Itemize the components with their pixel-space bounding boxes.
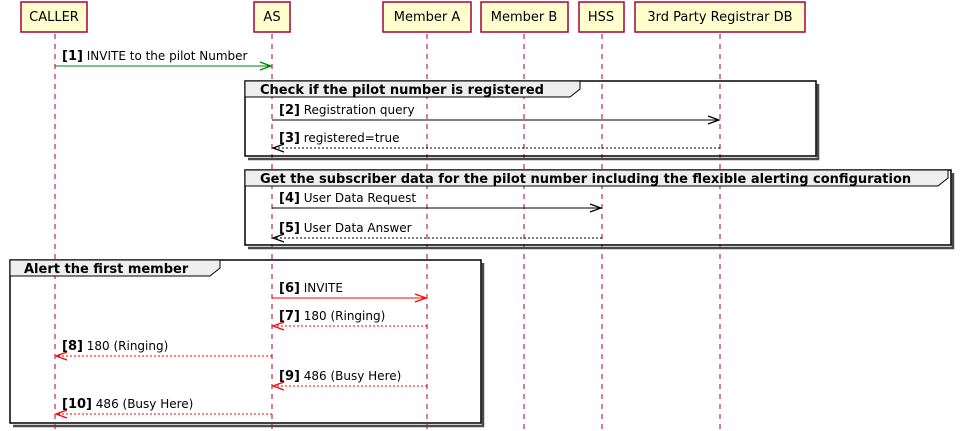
participant-registrar: 3rd Party Registrar DB (634, 1, 806, 33)
message-number: [9] (279, 369, 300, 384)
message-number: [6] (279, 281, 300, 296)
message-1: [1] INVITE to the pilot Number (55, 49, 273, 71)
message-5: [5] User Data Answer (271, 221, 602, 243)
message-arrowhead (271, 321, 285, 331)
group-frame-registration: Check if the pilot number is registered (244, 80, 820, 161)
message-arrowhead (271, 381, 285, 391)
participant-caller: CALLER (20, 1, 88, 33)
message-text: INVITE to the pilot Number (83, 49, 248, 63)
message-text: 180 (Ringing) (300, 309, 385, 323)
message-label: [10] 486 (Busy Here) (62, 397, 193, 412)
message-arrowhead (271, 143, 285, 153)
message-arrowhead (54, 351, 68, 361)
message-number: [10] (62, 397, 92, 412)
message-label: [8] 180 (Ringing) (62, 339, 168, 354)
message-number: [2] (279, 103, 300, 118)
message-arrowhead (271, 233, 285, 243)
message-label: [5] User Data Answer (279, 221, 412, 236)
participant-as: AS (253, 1, 291, 33)
participant-member-b: Member B (480, 1, 569, 33)
message-number: [5] (279, 221, 300, 236)
message-4: [4] User Data Request (272, 191, 603, 213)
group-title: Get the subscriber data for the pilot nu… (260, 172, 911, 187)
participant-member-a: Member A (382, 1, 472, 33)
message-label: [1] INVITE to the pilot Number (62, 49, 248, 64)
message-text: 486 (Busy Here) (300, 369, 401, 383)
message-2: [2] Registration query (272, 103, 721, 125)
message-9: [9] 486 (Busy Here) (271, 369, 427, 391)
message-3: [3] registered=true (271, 131, 720, 153)
message-7: [7] 180 (Ringing) (271, 309, 427, 331)
group-title: Check if the pilot number is registered (260, 83, 544, 98)
message-arrowhead (589, 203, 603, 213)
group-frame-subscriber-data: Get the subscriber data for the pilot nu… (244, 169, 955, 250)
messages: [1] INVITE to the pilot Number [2] Regist… (54, 49, 721, 419)
message-text: 486 (Busy Here) (92, 397, 193, 411)
message-label: [3] registered=true (279, 131, 399, 146)
group-frame-alert: Alert the first member (9, 259, 485, 428)
message-arrowhead (414, 293, 428, 303)
participant-label: 3rd Party Registrar DB (647, 10, 792, 25)
message-text: 180 (Ringing) (83, 339, 168, 353)
lifelines (54, 34, 721, 431)
message-text: INVITE (300, 281, 343, 295)
message-number: [7] (279, 309, 300, 324)
participants: CALLER AS Member A Member B HSS 3rd Part… (20, 1, 806, 33)
message-label: [7] 180 (Ringing) (279, 309, 385, 324)
message-arrowhead (707, 115, 721, 125)
participant-label: Member A (394, 10, 461, 25)
message-label: [6] INVITE (279, 281, 343, 296)
message-text: registered=true (300, 131, 400, 145)
message-text: User Data Request (300, 191, 416, 205)
participant-label: Member B (491, 10, 558, 25)
group-title: Alert the first member (24, 262, 189, 277)
message-8: [8] 180 (Ringing) (54, 339, 272, 361)
message-number: [4] (279, 191, 300, 206)
message-10: [10] 486 (Busy Here) (54, 397, 272, 419)
message-6: [6] INVITE (272, 281, 428, 303)
message-text: Registration query (300, 103, 415, 117)
message-arrowhead (259, 61, 273, 71)
participant-hss: HSS (578, 1, 625, 33)
message-arrowhead (54, 409, 68, 419)
message-text: User Data Answer (300, 221, 412, 235)
message-label: [2] Registration query (279, 103, 415, 118)
message-number: [8] (62, 339, 83, 354)
participant-label: HSS (588, 10, 614, 25)
participant-label: AS (263, 10, 280, 25)
message-number: [3] (279, 131, 300, 146)
participant-label: CALLER (29, 10, 79, 25)
message-number: [1] (62, 49, 83, 64)
message-label: [9] 486 (Busy Here) (279, 369, 401, 384)
message-label: [4] User Data Request (279, 191, 416, 206)
